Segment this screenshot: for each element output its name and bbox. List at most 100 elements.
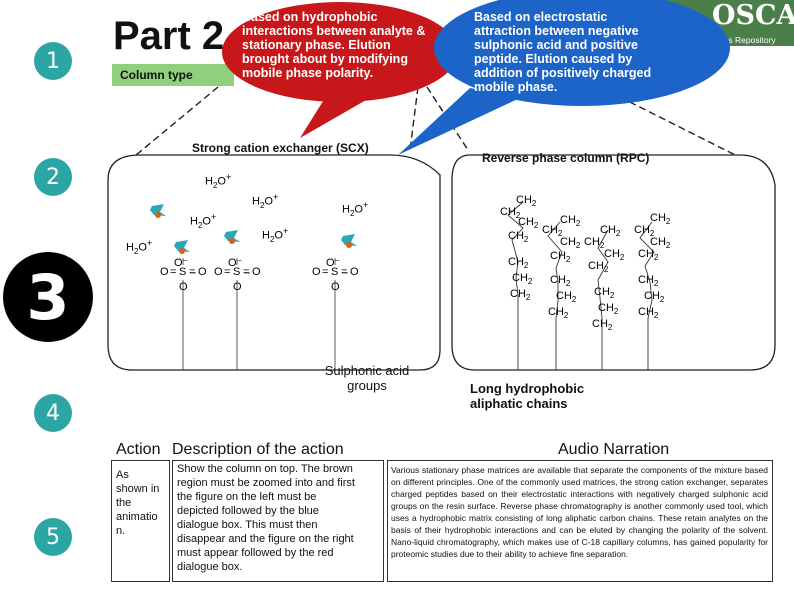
ch2-label: CH2 <box>604 248 625 263</box>
sulphonic-acid-label: Sulphonic acid groups <box>312 363 422 393</box>
sulphonate-3 <box>334 258 348 370</box>
peptide-1 <box>150 204 166 218</box>
sulphonic-label-line: groups <box>347 378 387 393</box>
sulphonate-o-minus: O⁻ <box>174 257 189 269</box>
red-bubble-line: Based on hydrophobic <box>242 10 378 24</box>
ch2-label: CH2 <box>594 286 615 301</box>
ch2-label: CH2 <box>592 318 613 333</box>
action-cell <box>111 460 170 582</box>
column-diagram <box>107 0 776 371</box>
sulphonic-acid-groups <box>182 258 348 370</box>
ch2-label: CH2 <box>650 236 671 251</box>
red-bubble-line: interactions between analyte & <box>242 24 426 38</box>
ch2-label: CH2 <box>556 290 577 305</box>
description-line: dialogue box. <box>177 561 243 573</box>
blue-bubble-line: sulphonic acid and positive <box>474 38 638 52</box>
hydronium-ion: H2O+ <box>342 200 369 218</box>
step-marker-2: 2 <box>34 158 72 196</box>
sulphonate-o-minus: O⁻ <box>228 257 243 269</box>
ch2-label: CH2 <box>518 216 539 231</box>
sulphonate-o-double: O <box>233 281 242 293</box>
narration-cell <box>387 460 773 582</box>
red-bubble-text: Based on hydrophobic interactions betwee… <box>238 10 458 80</box>
ch2-label: CH2 <box>638 274 659 289</box>
ch2-label: CH2 <box>550 250 571 265</box>
ch2-label: CH2 <box>584 236 605 251</box>
description-cell <box>172 460 384 582</box>
sulphonate-o-double: O <box>312 266 321 278</box>
ch2-label: CH2 <box>512 272 533 287</box>
sulphonate-equals: = <box>243 266 250 278</box>
sulphonate-o-double: O <box>214 266 223 278</box>
description-line: must appear followed by the red <box>177 547 334 559</box>
hydronium-ion: H2O+ <box>205 172 232 190</box>
action-line: n. <box>116 525 126 537</box>
logo-subtitle: ations Repository <box>710 35 776 45</box>
ch2-label: CH2 <box>650 212 671 227</box>
sulphonate-o-double: O <box>252 266 261 278</box>
ch2-label: CH2 <box>560 236 581 251</box>
description-line: region must be zoomed into and first <box>177 477 355 489</box>
step-marker-1: 1 <box>34 42 72 80</box>
sulphonate-sulfur: S <box>233 266 241 278</box>
sulphonate-o-double: O <box>350 266 359 278</box>
blue-bubble-line: attraction between negative <box>474 24 639 38</box>
peptide-3 <box>174 240 190 254</box>
ch2-label: CH2 <box>638 306 659 321</box>
hydronium-ion: H2O+ <box>262 226 289 244</box>
ch2-label: CH2 <box>508 230 529 245</box>
aliphatic-label-line: Long hydrophobic <box>470 381 585 396</box>
logo-text: OSCAR <box>712 0 794 31</box>
sulphonate-sulfur: S <box>179 266 187 278</box>
ch2-label: CH2 <box>510 288 531 303</box>
audio-narration-text: Various stationary phase matrices are av… <box>391 465 768 559</box>
audio-narration-header: Audio Narration <box>558 441 670 458</box>
blue-bubble-line: Based on electrostatic <box>474 10 608 24</box>
peptide-2 <box>224 230 240 244</box>
ch2-label: CH2 <box>560 214 581 229</box>
description-text: Show the column on top. The brown region… <box>177 462 381 574</box>
ch2-label: CH2 <box>634 224 655 239</box>
hydronium-ion: H2O+ <box>190 212 217 230</box>
sulphonate-o-double: O <box>160 266 169 278</box>
ch2-label: CH2 <box>542 224 563 239</box>
sulphonic-label-line: Sulphonic acid <box>324 363 410 378</box>
description-line: Show the column on top. The brown <box>177 463 353 475</box>
ch2-label: CH2 <box>588 260 609 275</box>
blue-bubble-tail <box>398 88 520 155</box>
sulphonate-2 <box>236 258 250 370</box>
description-line: depicted followed by the blue <box>177 505 319 517</box>
red-bubble-tail <box>300 90 380 138</box>
ch2-label: CH2 <box>600 224 621 239</box>
aliphatic-label-line: aliphatic chains <box>470 396 568 411</box>
aliphatic-chains <box>507 201 655 370</box>
action-header: Action <box>116 441 161 458</box>
red-bubble-line: stationary phase. Elution <box>242 38 391 52</box>
hydronium-ion: H2O+ <box>252 192 279 210</box>
sulphonate-sulfur: S <box>331 266 339 278</box>
rpc-label: Reverse phase column (RPC) <box>482 151 650 165</box>
column-type-label: Column type <box>112 64 234 86</box>
description-line: dialogue box. This must then <box>177 519 318 531</box>
step-marker-4: 4 <box>34 394 72 432</box>
page-title: Part 2 <box>113 14 225 58</box>
blue-bubble-text: Based on electrostatic attraction betwee… <box>474 10 704 94</box>
rpc-panel <box>451 154 776 371</box>
description-header: Description of the action <box>172 441 344 458</box>
ch2-label: CH2 <box>550 274 571 289</box>
sulphonate-equals: = <box>341 266 348 278</box>
ch2-label: CH2 <box>638 248 659 263</box>
step-marker-5: 5 <box>34 518 72 556</box>
ch2-label: CH2 <box>516 194 537 209</box>
ch2-label: CH2 <box>500 206 521 221</box>
step-marker-3: 3 <box>3 252 93 342</box>
sulphonate-o-double: O <box>179 281 188 293</box>
sulphonate-equals: = <box>322 266 329 278</box>
sulphonate-o-double: O <box>331 281 340 293</box>
sulphonate-equals: = <box>189 266 196 278</box>
blue-bubble-line: addition of positively charged <box>474 66 652 80</box>
scx-panel <box>107 154 441 371</box>
aliphatic-chains-label: Long hydrophobic aliphatic chains <box>470 381 584 411</box>
action-text: As shown in the animatio n. <box>116 468 168 538</box>
ch2-label: CH2 <box>598 302 619 317</box>
